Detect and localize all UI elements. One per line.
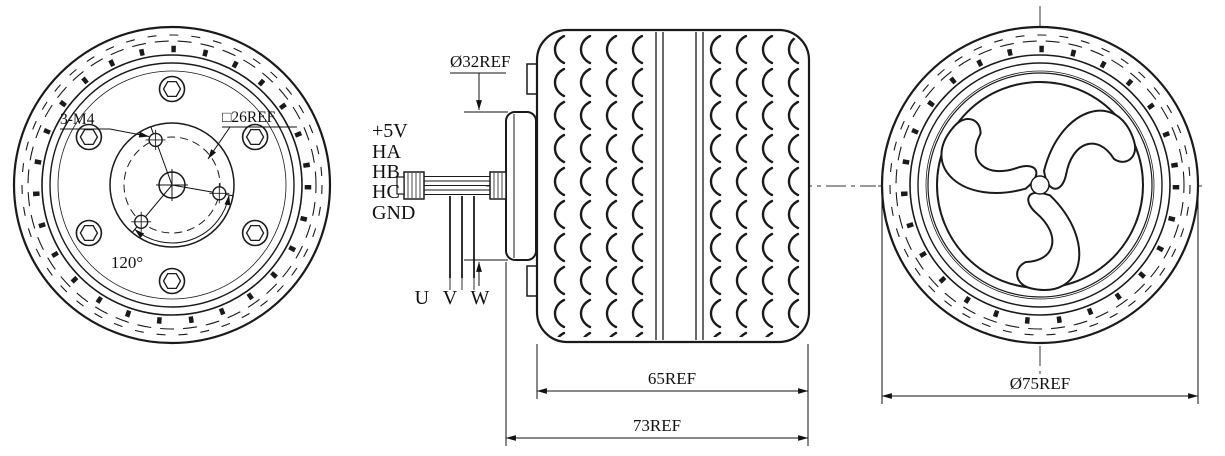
dim-outer-diameter: Ø75REF xyxy=(881,196,1199,404)
hall-connector xyxy=(396,171,425,200)
pin-label-hc: HC xyxy=(372,181,400,203)
hex-bolt xyxy=(241,219,269,247)
hex-bolt xyxy=(158,267,186,295)
dim-75-label: Ø75REF xyxy=(1010,374,1070,393)
phase-wire-labels: U V W xyxy=(415,287,490,309)
pin-label-5v: +5V xyxy=(372,120,408,142)
dim-body-length: 65REF xyxy=(536,344,809,399)
axle-shaft xyxy=(489,171,507,200)
motor-body xyxy=(535,28,811,344)
hub-cap xyxy=(927,72,1153,306)
thread-callout: 3-M4 xyxy=(60,111,150,138)
hex-bolt xyxy=(75,123,103,151)
pin-label-hb: HB xyxy=(372,161,400,183)
mounting-flange xyxy=(505,111,537,261)
thread-label: 3-M4 xyxy=(60,111,95,128)
pin-label-ha: HA xyxy=(372,141,401,163)
hex-bolt xyxy=(158,75,186,103)
square-ref-label: □26REF xyxy=(222,109,276,126)
connector-pin-labels: +5V HA HB HC GND xyxy=(372,120,415,224)
wiring xyxy=(396,171,490,290)
dim-flange-diameter: Ø32REF xyxy=(450,52,510,286)
side-view: +5V HA HB HC GND U V W Ø32REF 65REF xyxy=(372,28,876,446)
phase-wires xyxy=(449,196,475,290)
front-view: Ø75REF xyxy=(878,6,1202,404)
angle-label: 120° xyxy=(111,253,143,272)
hex-bolt xyxy=(241,123,269,151)
dim-overall-length: 73REF xyxy=(505,262,809,446)
angle-dimension: 120° xyxy=(111,194,231,272)
pin-label-gnd: GND xyxy=(372,202,415,224)
bolt-circle xyxy=(123,136,221,234)
dim-32-label: Ø32REF xyxy=(450,52,510,71)
hex-bolt xyxy=(75,219,103,247)
tread-pattern-area xyxy=(543,35,803,337)
rear-view: 120° 3-M4 □26REF xyxy=(14,27,330,343)
dim-65-label: 65REF xyxy=(648,369,696,388)
square-ref-callout: □26REF xyxy=(207,109,297,160)
dim-73-label: 73REF xyxy=(633,416,681,435)
hub-center xyxy=(1030,175,1050,195)
